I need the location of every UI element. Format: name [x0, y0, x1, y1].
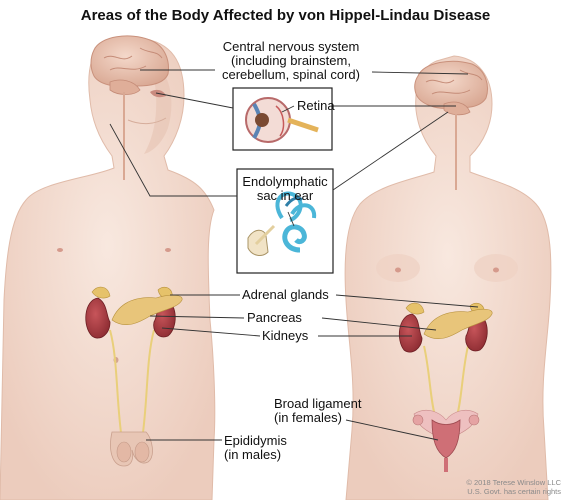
- male-pancreas: [111, 294, 183, 326]
- label-adrenal-glands: Adrenal glands: [242, 287, 329, 302]
- label-cns-line1: Central nervous system: [222, 39, 360, 54]
- female-adrenal-left: [405, 302, 425, 315]
- label-broad-ligament: Broad ligament (in females): [274, 397, 361, 425]
- female-ovary-left: [412, 414, 424, 426]
- male-figure: [0, 35, 216, 500]
- leader-endo-pointer: [287, 211, 295, 227]
- leader-adrenal-female: [335, 294, 479, 308]
- leader-cns-female: [371, 71, 469, 75]
- leader-lines: [109, 69, 479, 441]
- leader-broad: [345, 419, 439, 441]
- male-testis-right: [134, 441, 150, 463]
- label-kidneys: Kidneys: [262, 328, 309, 343]
- label-broad-line1: Broad ligament: [274, 396, 362, 411]
- male-kidney-left: [85, 297, 111, 339]
- credit-line1: © 2018 Terese Winslow LLC: [466, 478, 561, 487]
- label-broad-line2: (in females): [274, 410, 342, 425]
- female-ovary-right: [468, 414, 480, 426]
- male-cerebellum: [109, 79, 141, 95]
- male-nipple-right: [165, 248, 171, 252]
- male-nipple-left: [57, 248, 63, 252]
- female-pancreas: [423, 308, 493, 340]
- male-brain: [90, 35, 169, 88]
- ear-inset: [236, 168, 334, 274]
- female-cerebellum: [443, 101, 471, 116]
- retina-inset: [232, 87, 333, 151]
- male-adrenal-left: [91, 286, 111, 299]
- male-body-silhouette: [0, 37, 216, 500]
- label-endo-line2: sac in ear: [256, 188, 314, 203]
- label-endolymphatic: Endolymphatic sac in ear: [238, 175, 332, 203]
- label-pancreas: Pancreas: [247, 310, 302, 325]
- label-epididymis: Epididymis (in males): [224, 434, 287, 462]
- label-endo-line1: Endolymphatic: [242, 174, 328, 189]
- female-brain: [414, 60, 488, 109]
- label-cns-line3: cerebellum, spinal cord): [221, 67, 360, 82]
- male-testis-left: [116, 441, 132, 463]
- leader-retina-pointer: [281, 105, 295, 113]
- endolymphatic-sac: [284, 196, 304, 207]
- male-ureter-left: [109, 329, 123, 441]
- label-epi-line2: (in males): [224, 447, 282, 462]
- female-body-silhouette: [344, 55, 552, 500]
- label-cns-line2: (including brainstem,: [231, 53, 351, 68]
- female-kidney-left: [398, 313, 423, 353]
- semicircular-canals: [275, 191, 317, 222]
- leader-retina-male: [155, 92, 234, 109]
- cochlea: [282, 224, 307, 253]
- label-epi-line1: Epididymis: [224, 433, 287, 448]
- female-figure: [344, 55, 552, 500]
- leader-pancreas-female: [321, 317, 437, 331]
- leader-endo-female: [332, 111, 449, 191]
- credit-line2: U.S. Govt. has certain rights: [467, 487, 561, 496]
- page-title: Areas of the Body Affected by von Hippel…: [80, 7, 491, 24]
- leader-pancreas: [149, 315, 245, 319]
- leader-endo-male: [109, 123, 237, 197]
- male-face-shade: [144, 60, 172, 154]
- female-broad-ligament: [413, 409, 479, 437]
- female-uterus: [431, 419, 461, 459]
- male-ureter-right: [141, 329, 155, 441]
- copyright-credit: © 2018 Terese Winslow LLC U.S. Govt. has…: [466, 478, 561, 496]
- leader-kidneys: [161, 327, 261, 337]
- label-retina: Retina: [297, 98, 335, 113]
- label-cns: Central nervous system (including brains…: [216, 40, 366, 82]
